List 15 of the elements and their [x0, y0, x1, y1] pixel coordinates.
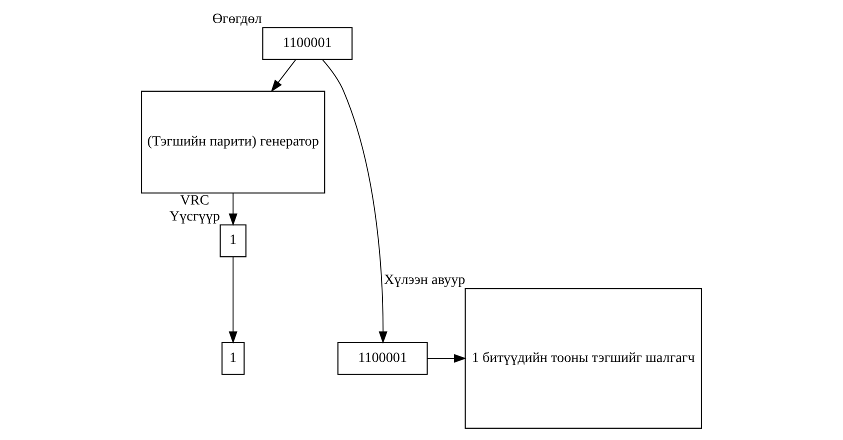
node-box: 1 — [222, 342, 245, 375]
arrow — [322, 59, 388, 344]
node-label: VRC — [180, 192, 210, 208]
node-label: Үүсгүүр — [169, 208, 220, 224]
arrow — [426, 354, 466, 363]
node-label: Өгөгдөл — [212, 11, 262, 28]
node-box: 1100001 — [337, 342, 428, 375]
node-box: 1 битүүдийн тооны тэгшийг шалгагч — [464, 288, 702, 429]
arrow — [228, 256, 238, 344]
arrow — [228, 192, 238, 226]
node-box: 1 — [220, 224, 246, 258]
arrow — [270, 59, 296, 92]
node-box: 1100001 — [262, 27, 353, 60]
node-box: (Тэгшийн парити) генератор — [141, 90, 326, 194]
node-label: Хүлээн авуур — [384, 272, 466, 288]
